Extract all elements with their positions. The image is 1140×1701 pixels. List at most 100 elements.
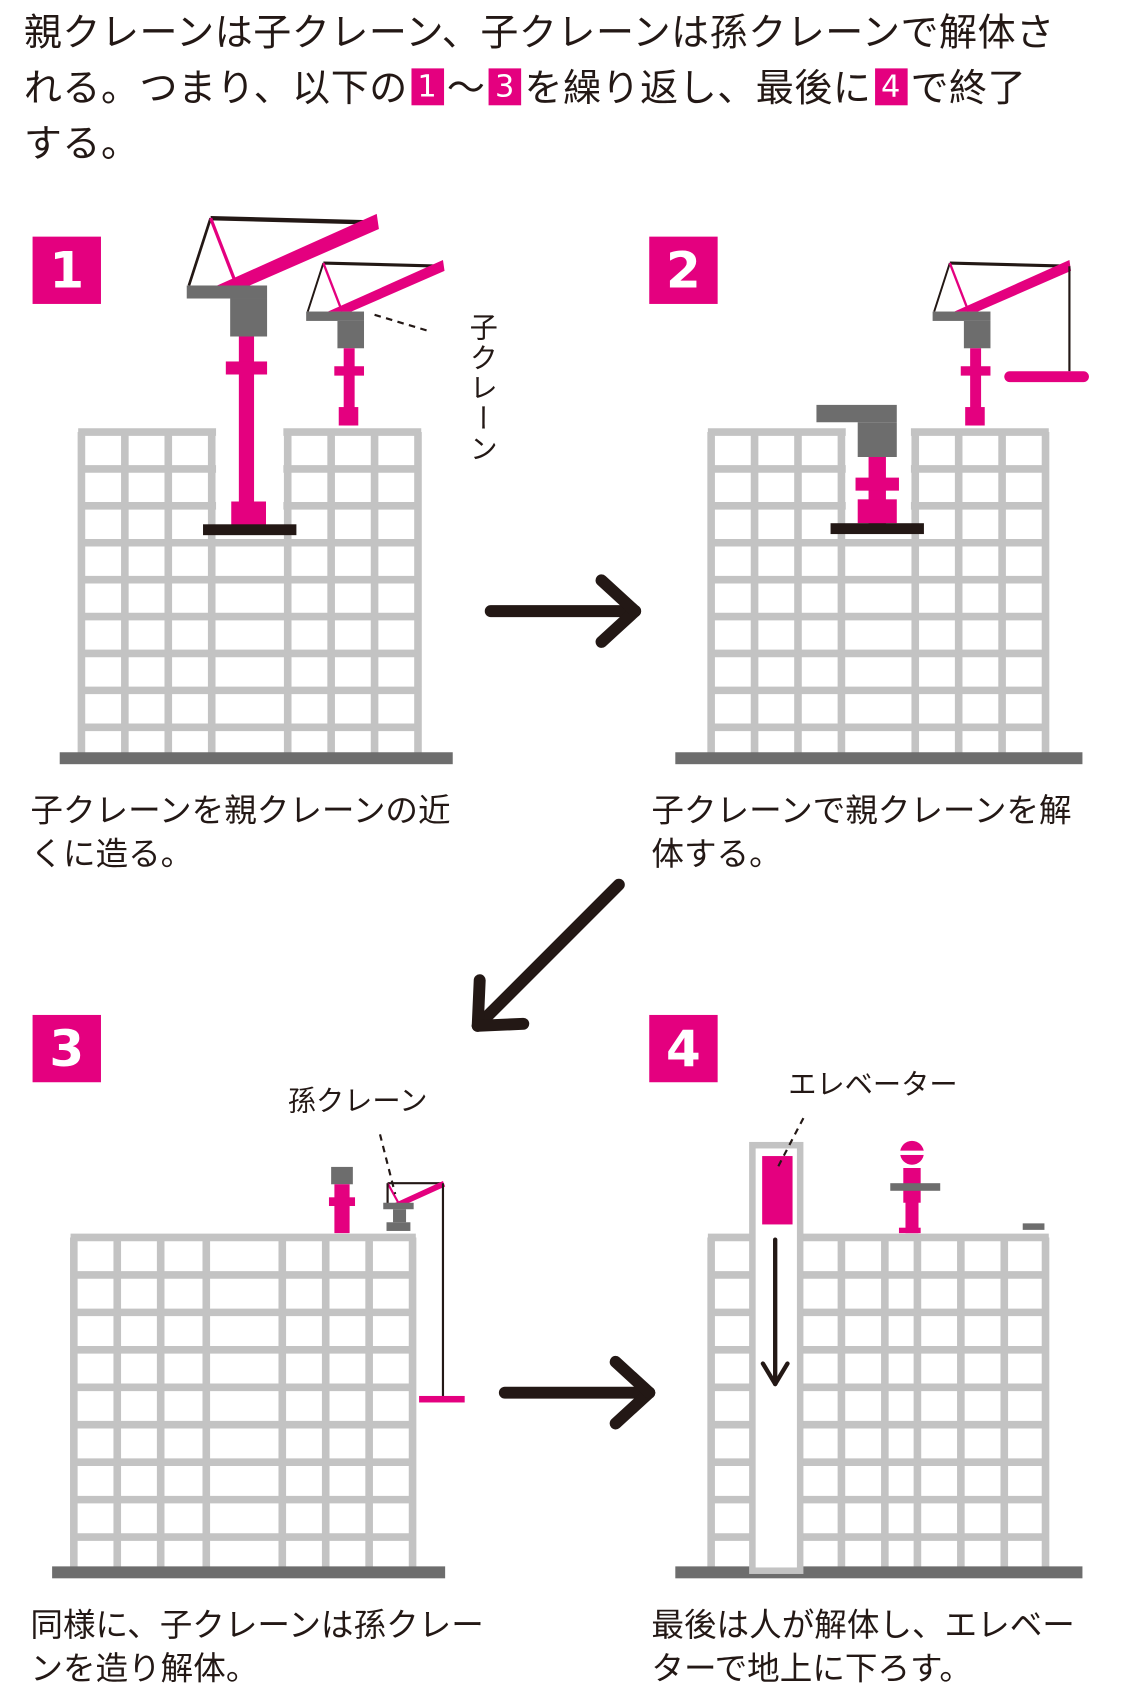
crane-cab — [857, 422, 897, 457]
crane-base-block — [857, 499, 897, 524]
mast-tie-line — [187, 217, 212, 286]
ground-line — [59, 752, 453, 765]
crane-cab — [963, 320, 991, 349]
caption-line: ンを造り解体。 — [30, 1649, 259, 1688]
crane-mast — [334, 1184, 350, 1234]
jib-tie-line — [948, 262, 970, 312]
crane-cab — [337, 320, 365, 349]
arrow-shaft — [471, 878, 625, 1032]
arrow-step-2-to-3 — [471, 878, 625, 1032]
crane-jib — [328, 259, 445, 312]
jib-tie-line — [210, 216, 377, 225]
suspended-load — [419, 1395, 465, 1403]
child-crane-step-2 — [932, 259, 1089, 426]
arrow-head — [595, 605, 642, 648]
label-leader-line — [378, 1134, 397, 1195]
mast-collar — [334, 366, 365, 376]
arrow-head — [773, 1361, 790, 1387]
arrow-step-1-to-2 — [484, 574, 642, 648]
arrow-head — [760, 1361, 778, 1387]
label-leader-line — [775, 1117, 805, 1171]
caption-line: 体する。 — [651, 835, 782, 874]
elevator-down-arrow — [760, 1237, 790, 1387]
crane-platform — [932, 311, 991, 321]
carried-beam — [890, 1183, 941, 1191]
arrow-head — [471, 1017, 530, 1032]
mast-collar — [960, 366, 991, 376]
intro-text-part: を繰り返し、最後に — [524, 67, 872, 111]
ground — [675, 1566, 1083, 1579]
mast-collar — [855, 477, 899, 491]
crane-foundation — [203, 524, 297, 536]
crane-base-block — [386, 1222, 411, 1231]
ground — [52, 1566, 446, 1579]
arrow-head — [595, 574, 642, 618]
crane-foundation — [830, 523, 924, 535]
crane-mast — [970, 348, 982, 426]
caption-line: 子クレーンで親クレーンを解 — [651, 792, 1072, 831]
building-step-3 — [70, 1233, 417, 1569]
jib-tie-line — [322, 262, 344, 312]
crane-platform — [383, 1202, 414, 1210]
caption-line: くに造る。 — [30, 835, 194, 874]
step-badge-inline: 3 — [488, 68, 522, 106]
elevator-label: エレベーター — [788, 1069, 958, 1102]
arrow-step-3-to-4 — [498, 1355, 656, 1430]
crane-platform — [816, 404, 897, 423]
ground-line — [52, 1566, 446, 1579]
step-badge-inline: 4 — [874, 68, 908, 106]
step-2-caption: 子クレーンで親クレーンを解体する。 — [651, 790, 1071, 877]
step-1-badge: 1 — [32, 236, 101, 304]
crane-base-block — [338, 407, 359, 426]
crane-cab — [230, 298, 268, 337]
dismantled-parent-crane — [816, 404, 924, 535]
crane-base-block — [231, 501, 266, 526]
crane-jib — [217, 213, 379, 286]
label-leader-line — [374, 313, 430, 333]
parent-crane — [186, 213, 379, 536]
intro-line-3: する。 — [23, 122, 140, 167]
step-3-caption: 同様に、子クレーンは孫クレーンを造り解体。 — [30, 1604, 483, 1691]
child-crane-remains — [328, 1166, 356, 1234]
grandchild-crane-label: 孫クレーン — [287, 1085, 428, 1119]
helmet-brim — [898, 1150, 926, 1155]
jib-tie-line — [209, 217, 239, 287]
crane-jib — [954, 259, 1071, 312]
step-4-caption: 最後は人が解体し、エレベーターで地上に下ろす。 — [651, 1604, 1074, 1691]
mast-collar — [225, 361, 268, 375]
step-4-badge: 4 — [649, 1014, 718, 1083]
intro-text-part: で終了 — [910, 67, 1027, 111]
elevator-shaft — [749, 1141, 804, 1574]
step-3-badge: 3 — [32, 1014, 101, 1083]
ground-line — [675, 1566, 1083, 1579]
crane-mast — [238, 336, 255, 505]
mast-collar — [328, 1197, 356, 1206]
mast-tie-line — [306, 262, 325, 312]
jib-tie-line — [323, 261, 444, 268]
caption-line: 最後は人が解体し、エレベー — [651, 1606, 1075, 1645]
worker-legs — [905, 1200, 919, 1234]
arrow-head — [471, 974, 486, 1032]
intro-text-part: れる。つまり、以下の — [23, 67, 408, 111]
suspended-load — [1004, 371, 1089, 383]
step-badge-inline: 1 — [411, 68, 444, 106]
crane-platform — [306, 311, 365, 321]
arrow-head — [609, 1355, 656, 1399]
worker — [890, 1140, 941, 1234]
elevator-car — [762, 1156, 793, 1225]
intro-line-1: 親クレーンは子クレーン、子クレーンは孫クレーンで解体さ — [23, 11, 1055, 56]
crane-base-block — [965, 407, 985, 426]
step-2-badge: 2 — [649, 236, 718, 304]
ground-line — [675, 752, 1083, 765]
ground — [675, 752, 1083, 765]
child-crane-label: 子クレーン — [464, 312, 498, 465]
grandchild-crane — [383, 1181, 465, 1403]
crane-cab — [393, 1209, 407, 1223]
crane-jib — [390, 1181, 446, 1208]
debris-piece — [1022, 1223, 1045, 1230]
caption-line: 子クレーンを親クレーンの近 — [30, 792, 451, 831]
